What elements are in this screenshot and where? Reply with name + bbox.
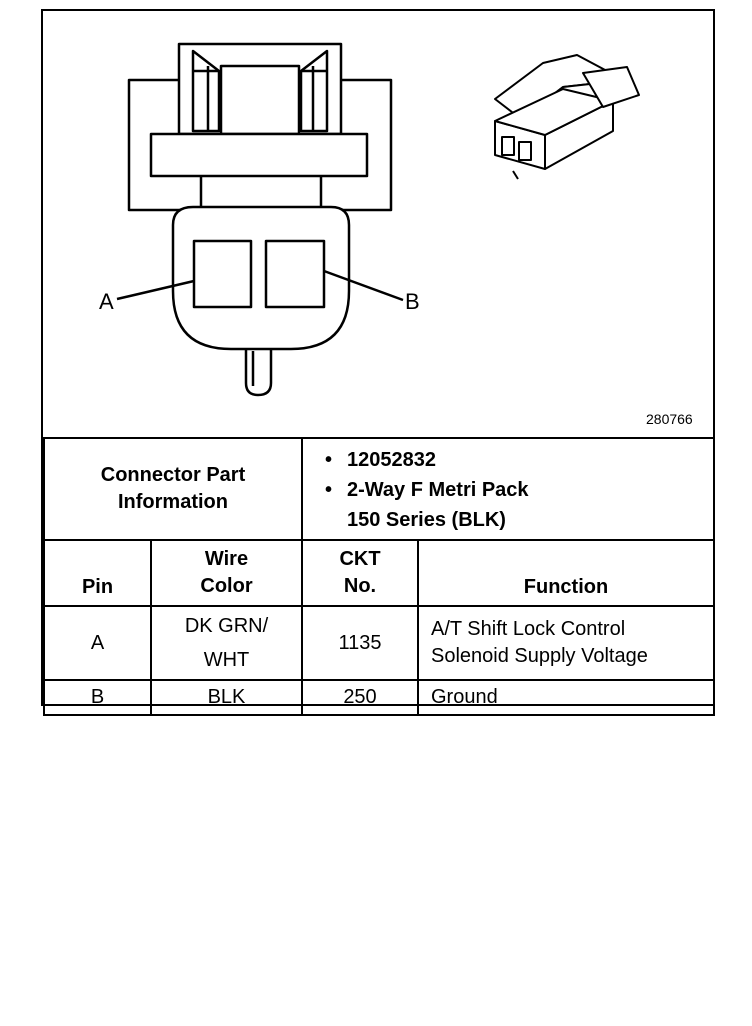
pin-cell: A (43, 605, 152, 681)
header-ckt-line2: No. (343, 575, 377, 597)
function-line1: A/T Shift Lock Control (431, 618, 626, 640)
header-ckt: CKT No. (301, 539, 419, 607)
description-line2: 150 Series (BLK) (347, 509, 506, 531)
connector-info-heading: Connector Part Information (43, 437, 303, 541)
header-function: Function (416, 539, 716, 607)
part-number-item: • 12052832 (325, 445, 713, 475)
function-cell: A/T Shift Lock Control Solenoid Supply V… (416, 605, 716, 681)
function-cell: Ground (416, 679, 716, 716)
wire-color-cell: BLK (150, 679, 303, 716)
connector-diagram: A B 280766 (43, 11, 713, 437)
pin-b-callout: B (405, 289, 420, 314)
function-line2: Solenoid Supply Voltage (431, 645, 648, 667)
wire-color-line1: DK GRN/ (184, 615, 269, 637)
wire-color-cell: DK GRN/ WHT (150, 605, 303, 681)
description-item: • 2-Way F Metri Pack (325, 475, 713, 505)
table-row: B BLK 250 Ground (43, 679, 716, 716)
connector-sheet: A B 280766 Connector Part Information • … (41, 9, 716, 716)
wire-color-line2: WHT (203, 649, 250, 671)
connector-info-row: Connector Part Information • 12052832 • … (43, 437, 716, 541)
connector-info-details: • 12052832 • 2-Way F Metri Pack 150 Seri… (300, 437, 716, 541)
bullet-icon: • (325, 479, 333, 501)
table-row: A DK GRN/ WHT 1135 A/T Shift Lock Contro… (43, 605, 716, 681)
bullet-icon: • (325, 449, 333, 471)
ckt-cell: 1135 (301, 605, 419, 681)
connector-table: Connector Part Information • 12052832 • … (43, 437, 716, 716)
connector-info-heading-line1: Connector Part (100, 464, 246, 486)
header-wire-color: Wire Color (150, 539, 303, 607)
pin-a-callout: A (99, 289, 114, 314)
ckt-cell: 250 (301, 679, 419, 716)
connector-info-heading-line2: Information (118, 491, 228, 513)
figure-number: 280766 (646, 411, 693, 427)
description-line1: 2-Way F Metri Pack (347, 479, 529, 501)
table-header-row: Pin Wire Color CKT No. Function (43, 539, 716, 607)
header-wire-color-line2: Color (200, 575, 253, 597)
pin-cell: B (43, 679, 152, 716)
part-number: 12052832 (347, 449, 436, 471)
connector-face-drawing (116, 42, 640, 397)
header-pin: Pin (43, 539, 152, 607)
header-ckt-line1: CKT (339, 548, 381, 570)
header-wire-color-line1: Wire (204, 548, 249, 570)
